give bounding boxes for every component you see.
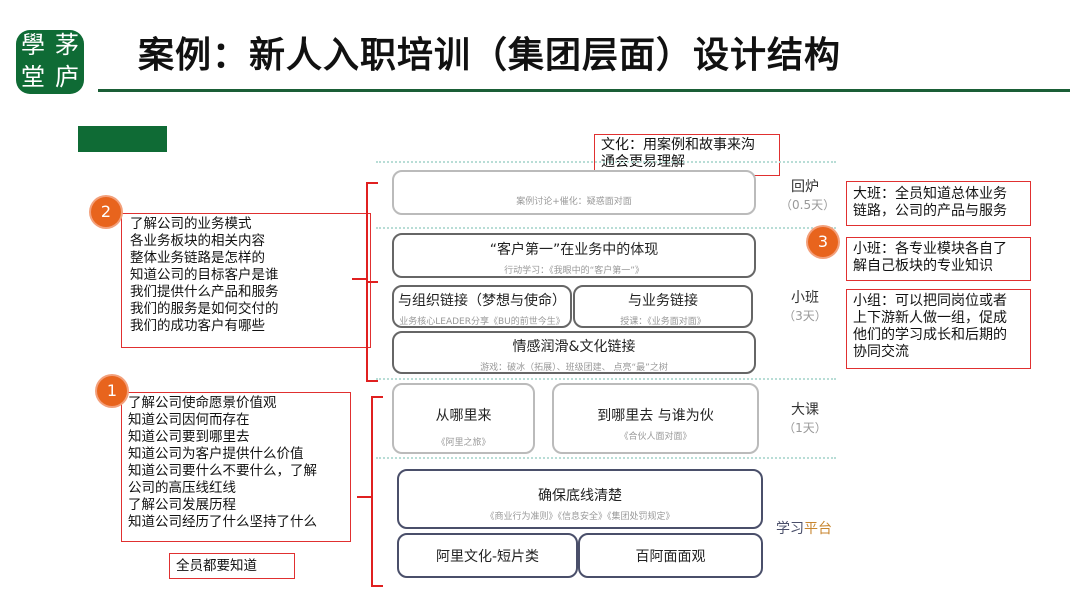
note-line: 了解公司的业务模式 bbox=[130, 216, 252, 232]
stage-name: 小班 bbox=[791, 290, 819, 306]
note-line: 上下游新人做一组，促成 bbox=[853, 310, 1007, 326]
org-link-box: 与组织链接（梦想与使命） 业务核心LEADER分享《BU的前世今生》 bbox=[392, 285, 572, 328]
note-line: 我们的服务是如何交付的 bbox=[130, 301, 279, 317]
box-title: “客户第一”在业务中的体现 bbox=[489, 242, 659, 258]
page-title: 案例：新人入职培训（集团层面）设计结构 bbox=[138, 35, 842, 76]
box-subtitle: 授课：《业务面对面》 bbox=[620, 317, 706, 327]
badge-1: 1 bbox=[97, 376, 127, 406]
badge-2: 2 bbox=[91, 197, 121, 227]
stage-huilu: 回炉 （0.5天） bbox=[780, 178, 836, 214]
huilu-box: 案例讨论+催化：疑惑面对面 bbox=[392, 170, 756, 215]
box-title: 情感润滑&文化链接 bbox=[512, 339, 636, 355]
note-line: 文化：用案例和故事来沟 bbox=[601, 137, 755, 153]
from-where-box: 从哪里来 《阿里之旅》 bbox=[392, 383, 535, 454]
platform-label-a: 学习 bbox=[776, 521, 804, 537]
culture-video-box: 阿里文化-短片类 bbox=[397, 533, 578, 578]
note-line: 知道公司因何而存在 bbox=[128, 412, 250, 428]
note-line: 知道公司经历了什么坚持了什么 bbox=[128, 514, 317, 530]
stage-days: （3天） bbox=[783, 309, 827, 323]
group-note: 小组：可以把同岗位或者上下游新人做一组，促成他们的学习成长和后期的协同交流 bbox=[846, 289, 1031, 369]
stage-xiaoban: 小班 （3天） bbox=[780, 289, 830, 325]
note-line: 知道公司的目标客户是谁 bbox=[130, 267, 279, 283]
note-line: 小班：各专业模块各自了 bbox=[853, 241, 1007, 257]
box-title: 到哪里去 与谁为伙 bbox=[597, 408, 714, 424]
note-line: 公司的高压线红线 bbox=[128, 480, 236, 496]
stage-days: （0.5天） bbox=[780, 198, 836, 212]
box-subtitle: 《商业行为准则》《信息安全》《集团处罚规定》 bbox=[485, 512, 675, 522]
baia-view-box: 百阿面面观 bbox=[578, 533, 763, 578]
business-note: 了解公司的业务模式 各业务板块的相关内容 整体业务链路是怎样的 知道公司的目标客… bbox=[121, 213, 371, 348]
note-line: 知道公司要什么不要什么，了解 bbox=[128, 463, 317, 479]
logo-char: 學 bbox=[21, 31, 45, 59]
box-title: 与组织链接（梦想与使命） bbox=[398, 293, 566, 309]
note-line: 小组：可以把同岗位或者 bbox=[853, 293, 1007, 309]
stage-name: 大课 bbox=[791, 402, 819, 418]
small-class-note: 小班：各专业模块各自了解自己板块的专业知识 bbox=[846, 237, 1031, 281]
bracket-lower bbox=[371, 396, 373, 586]
note-line: 协同交流 bbox=[853, 344, 909, 360]
note-line: 知道公司要到哪里去 bbox=[128, 429, 250, 445]
note-line: 各业务板块的相关内容 bbox=[130, 233, 265, 249]
separator bbox=[376, 457, 836, 459]
box-subtitle: 游戏：破冰（拓展）、班级团建、 点亮“最”之树 bbox=[480, 363, 668, 373]
box-title: 确保底线清楚 bbox=[538, 488, 622, 504]
logo-char: 堂 bbox=[21, 63, 45, 91]
box-title: 与业务链接 bbox=[628, 293, 698, 309]
stage-dake: 大课 （1天） bbox=[780, 401, 830, 437]
note-line: 知道公司为客户提供什么价值 bbox=[128, 446, 304, 462]
emotion-box: 情感润滑&文化链接 游戏：破冰（拓展）、班级团建、 点亮“最”之树 bbox=[392, 331, 756, 374]
biz-link-box: 与业务链接 授课：《业务面对面》 bbox=[573, 285, 753, 328]
stage-platform: 学习平台 bbox=[772, 520, 836, 538]
green-label-block bbox=[78, 126, 167, 152]
note-line: 解自己板块的专业知识 bbox=[853, 258, 993, 274]
box-subtitle: 行动学习：《我眼中的“客户第一”》 bbox=[504, 266, 644, 276]
logo-char: 庐 bbox=[55, 63, 79, 91]
box-subtitle: 《合伙人面对面》 bbox=[619, 432, 692, 442]
box-title: 从哪里来 bbox=[435, 408, 492, 424]
culture-note: 文化：用案例和故事来沟 通会更易理解 bbox=[594, 134, 780, 176]
note-line: 我们的成功客户有哪些 bbox=[130, 318, 265, 334]
box-subtitle: 案例讨论+催化：疑惑面对面 bbox=[516, 197, 632, 207]
note-line: 整体业务链路是怎样的 bbox=[130, 250, 265, 266]
note-line: 我们提供什么产品和服务 bbox=[130, 284, 279, 300]
all-staff-note: 全员都要知道 bbox=[169, 553, 295, 579]
note-line: 了解公司使命愿景价值观 bbox=[128, 395, 277, 411]
note-line: 他们的学习成长和后期的 bbox=[853, 327, 1007, 343]
bracket-upper bbox=[366, 182, 368, 382]
stage-name: 回炉 bbox=[791, 179, 819, 195]
platform-label-b: 平台 bbox=[804, 521, 832, 537]
title-divider bbox=[98, 89, 1070, 92]
note-line: 了解公司发展历程 bbox=[128, 497, 236, 513]
badge-3: 3 bbox=[808, 227, 838, 257]
separator bbox=[376, 378, 836, 380]
separator bbox=[376, 227, 836, 229]
box-subtitle: 《阿里之旅》 bbox=[436, 438, 491, 448]
bottom-line-box: 确保底线清楚 《商业行为准则》《信息安全》《集团处罚规定》 bbox=[397, 469, 763, 529]
note-line: 链路，公司的产品与服务 bbox=[853, 203, 1007, 219]
stage-days: （1天） bbox=[783, 421, 827, 435]
culture-values-note: 了解公司使命愿景价值观 知道公司因何而存在 知道公司要到哪里去 知道公司为客户提… bbox=[121, 392, 351, 542]
box-title: 阿里文化-短片类 bbox=[435, 549, 540, 565]
logo-char: 茅 bbox=[55, 31, 79, 59]
to-where-box: 到哪里去 与谁为伙 《合伙人面对面》 bbox=[552, 383, 759, 454]
note-line: 大班：全员知道总体业务 bbox=[853, 186, 1007, 202]
customer-first-box: “客户第一”在业务中的体现 行动学习：《我眼中的“客户第一”》 bbox=[392, 233, 756, 278]
box-subtitle: 业务核心LEADER分享《BU的前世今生》 bbox=[399, 317, 565, 327]
logo-seal: 學茅堂庐 bbox=[16, 30, 84, 94]
big-class-note: 大班：全员知道总体业务链路，公司的产品与服务 bbox=[846, 181, 1031, 226]
box-title: 百阿面面观 bbox=[635, 549, 706, 565]
